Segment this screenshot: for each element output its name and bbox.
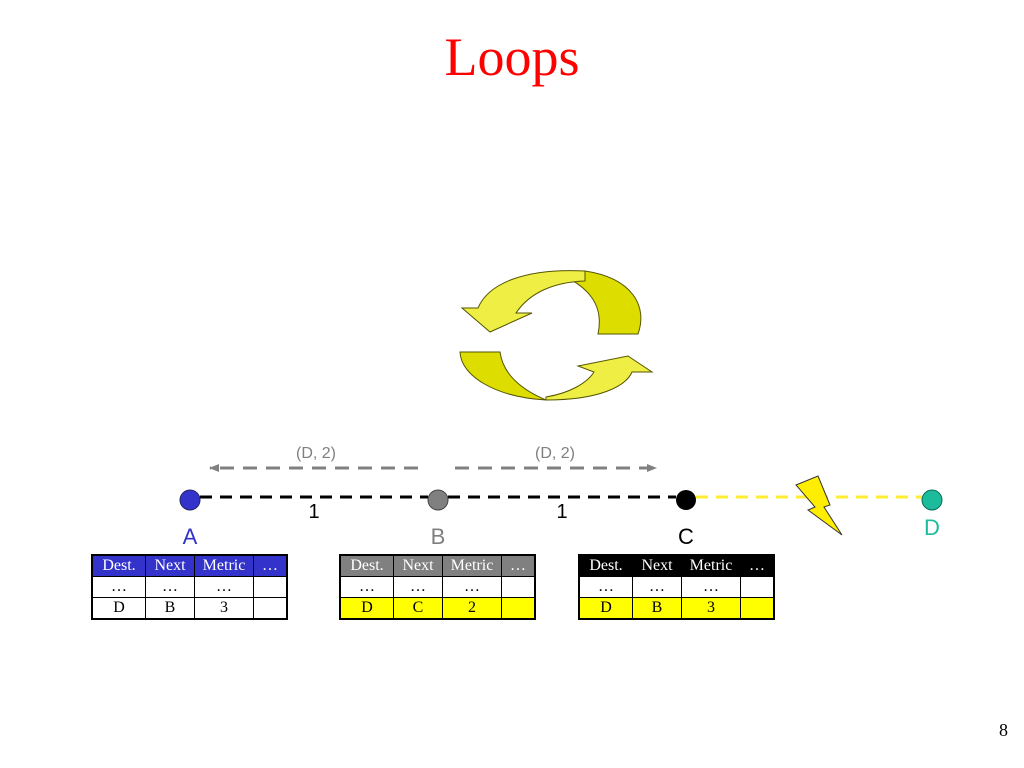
table-header-row: Dest. Next Metric …: [578, 554, 775, 577]
header-next: Next: [632, 554, 682, 577]
cell: [740, 597, 775, 620]
header-metric: Metric: [681, 554, 741, 577]
node-label-c: C: [678, 524, 694, 549]
cell: 3: [194, 597, 254, 620]
cell: …: [442, 576, 502, 598]
cell: B: [145, 597, 195, 620]
link-cost-a-b: 1: [308, 501, 319, 523]
header-more: …: [253, 554, 288, 577]
header-dest: Dest.: [339, 554, 394, 577]
table-header-row: Dest. Next Metric …: [91, 554, 288, 577]
table-row: … … …: [578, 576, 775, 598]
node-b: [427, 489, 449, 511]
node-label-a: A: [183, 524, 198, 549]
header-dest: Dest.: [578, 554, 633, 577]
cell: …: [393, 576, 443, 598]
cell: …: [632, 576, 682, 598]
table-row: … … …: [91, 576, 288, 598]
header-next: Next: [145, 554, 195, 577]
cell: [253, 597, 288, 620]
cell: B: [632, 597, 682, 620]
table-row: D B 3: [578, 597, 775, 620]
cell: 2: [442, 597, 502, 620]
header-metric: Metric: [194, 554, 254, 577]
cell: …: [91, 576, 146, 598]
cell: …: [194, 576, 254, 598]
header-metric: Metric: [442, 554, 502, 577]
table-row: D C 2: [339, 597, 536, 620]
cell: 3: [681, 597, 741, 620]
cell: D: [91, 597, 146, 620]
page-number: 8: [999, 720, 1008, 740]
header-more: …: [740, 554, 775, 577]
message-label-b-to-a: (D, 2): [296, 445, 336, 462]
routing-table-c: Dest. Next Metric … … … … D B 3: [578, 554, 775, 620]
link-cost-b-c: 1: [556, 501, 567, 523]
table-header-row: Dest. Next Metric …: [339, 554, 536, 577]
cell: …: [681, 576, 741, 598]
routing-table-a: Dest. Next Metric … … … … D B 3: [91, 554, 288, 620]
cell: [501, 597, 536, 620]
routing-table-b: Dest. Next Metric … … … … D C 2: [339, 554, 536, 620]
header-next: Next: [393, 554, 443, 577]
header-dest: Dest.: [91, 554, 146, 577]
cell: [501, 576, 536, 598]
node-a: [179, 489, 201, 511]
cell: …: [145, 576, 195, 598]
table-row: … … …: [339, 576, 536, 598]
cell: …: [339, 576, 394, 598]
cell: D: [578, 597, 633, 620]
table-row: D B 3: [91, 597, 288, 620]
cell: …: [578, 576, 633, 598]
node-label-d: D: [924, 515, 940, 540]
lightning-bolt-icon: [795, 475, 843, 536]
slide-title: Loops: [444, 27, 580, 87]
cycle-arrows-icon: [459, 270, 654, 401]
cell: D: [339, 597, 394, 620]
cell: [253, 576, 288, 598]
node-d: [921, 489, 943, 511]
cell: [740, 576, 775, 598]
header-more: …: [501, 554, 536, 577]
message-label-b-to-c: (D, 2): [535, 445, 575, 462]
node-label-b: B: [431, 524, 446, 549]
node-c: [676, 490, 696, 510]
cell: C: [393, 597, 443, 620]
